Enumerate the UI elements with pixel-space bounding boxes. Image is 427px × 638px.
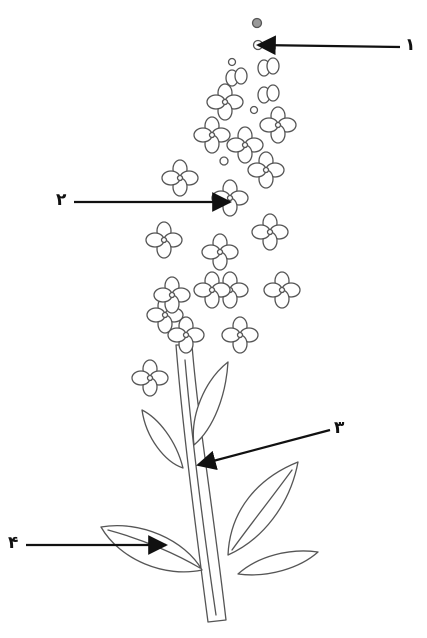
leaf-right-upper <box>193 362 228 445</box>
label-2: ۲ <box>56 192 66 209</box>
arrow-1 <box>258 45 400 47</box>
flower-cluster <box>132 84 300 396</box>
leaf-left-upper <box>142 410 183 468</box>
label-4: ۴ <box>8 535 18 552</box>
tip-bud <box>253 19 262 28</box>
label-1: ۱ <box>405 37 415 54</box>
label-3: ۳ <box>334 420 344 437</box>
leaf-right-lower <box>238 551 318 575</box>
arrow-3 <box>198 430 330 465</box>
